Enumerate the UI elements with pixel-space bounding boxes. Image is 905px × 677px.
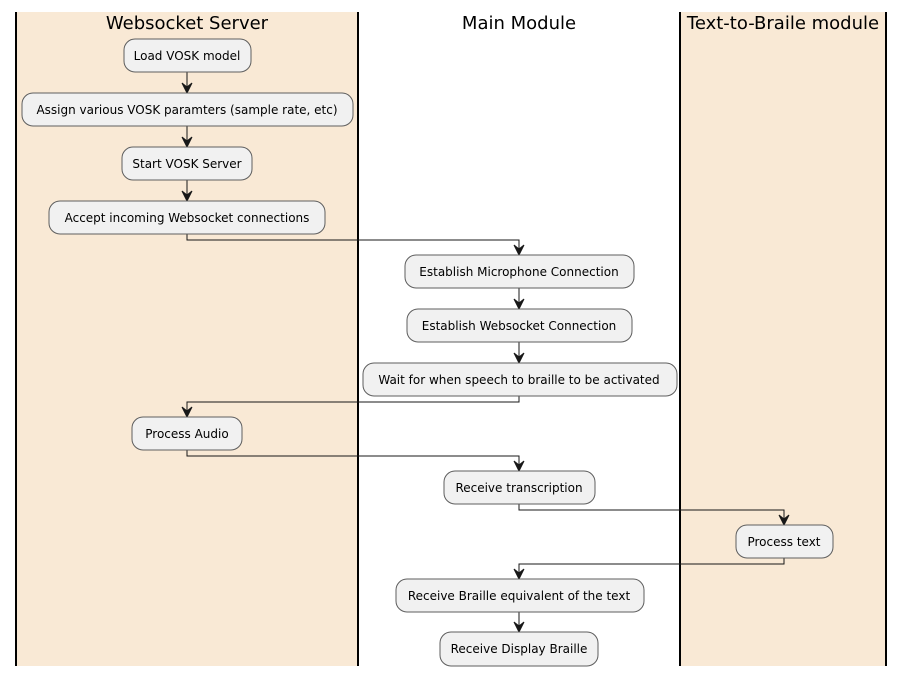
activity-box: [121, 146, 253, 181]
activity-label: Receive Braille equivalent of the text: [408, 589, 631, 603]
arrowhead: [513, 244, 525, 257]
lane-title-websocket-server: Websocket Server: [106, 13, 269, 34]
activity-label: Establish Microphone Connection: [419, 265, 618, 279]
activity-box: [735, 524, 834, 559]
arrowhead: [181, 406, 193, 419]
activity-box: [48, 200, 326, 235]
activity-label: Start VOSK Server: [132, 157, 241, 171]
activity-box: [362, 362, 678, 397]
activity-label: Establish Websocket Connection: [422, 319, 617, 333]
activity-label: Receive transcription: [455, 481, 582, 495]
arrowhead: [513, 352, 525, 365]
activity-label: Process text: [747, 535, 820, 549]
lane-title-text-to-braile-module: Text-to-Braile module: [686, 13, 879, 34]
activity-box: [395, 578, 645, 613]
arrowhead: [513, 621, 525, 634]
activity-box: [443, 470, 596, 505]
activity-label: Process Audio: [145, 427, 228, 441]
activity-node-establish-microphone-connection: Establish Microphone Connection: [404, 254, 635, 289]
activity-node-assign-vosk-parameters: Assign various VOSK paramters (sample ra…: [21, 92, 354, 127]
activity-box: [439, 631, 599, 667]
activity-node-process-text: Process text: [735, 524, 834, 559]
activity-node-establish-websocket-connection: Establish Websocket Connection: [406, 308, 633, 343]
activity-box: [21, 92, 354, 127]
activity-label: Receive Display Braille: [451, 642, 588, 656]
arrowhead: [513, 568, 525, 581]
activity-node-receive-braille-equivalent: Receive Braille equivalent of the text: [395, 578, 645, 613]
activity-box: [131, 416, 243, 451]
activity-box: [406, 308, 633, 343]
edge-n8-n9: [186, 450, 520, 466]
arrowhead: [181, 190, 193, 203]
arrowhead: [778, 514, 790, 527]
edge-n9-n10: [518, 504, 785, 520]
arrowhead: [181, 136, 193, 149]
arrowhead: [513, 298, 525, 311]
activity-node-wait-for-activation: Wait for when speech to braille to be ac…: [362, 362, 678, 397]
lane-title-main-module: Main Module: [462, 13, 576, 34]
activity-label: Load VOSK model: [134, 49, 241, 63]
activity-node-receive-transcription: Receive transcription: [443, 470, 596, 505]
activity-node-process-audio: Process Audio: [131, 416, 243, 451]
activity-label: Accept incoming Websocket connections: [65, 211, 310, 225]
activity-label: Assign various VOSK paramters (sample ra…: [36, 103, 337, 117]
arrowhead: [513, 460, 525, 473]
activity-box: [404, 254, 635, 289]
activity-node-start-vosk-server: Start VOSK Server: [121, 146, 253, 181]
edge-n10-n11: [518, 558, 785, 574]
edge-n4-n5: [186, 234, 520, 250]
lane-background-text-to-braile-module: [680, 12, 886, 666]
edges: [181, 72, 790, 634]
activity-box: [123, 38, 252, 73]
activity-label: Wait for when speech to braille to be ac…: [378, 373, 659, 387]
arrowhead: [181, 82, 193, 95]
activity-node-receive-display-braille: Receive Display Braille: [439, 631, 599, 667]
edge-n7-n8: [186, 396, 520, 412]
activity-node-load-vosk-model: Load VOSK model: [123, 38, 252, 73]
activity-node-accept-websocket-connections: Accept incoming Websocket connections: [48, 200, 326, 235]
